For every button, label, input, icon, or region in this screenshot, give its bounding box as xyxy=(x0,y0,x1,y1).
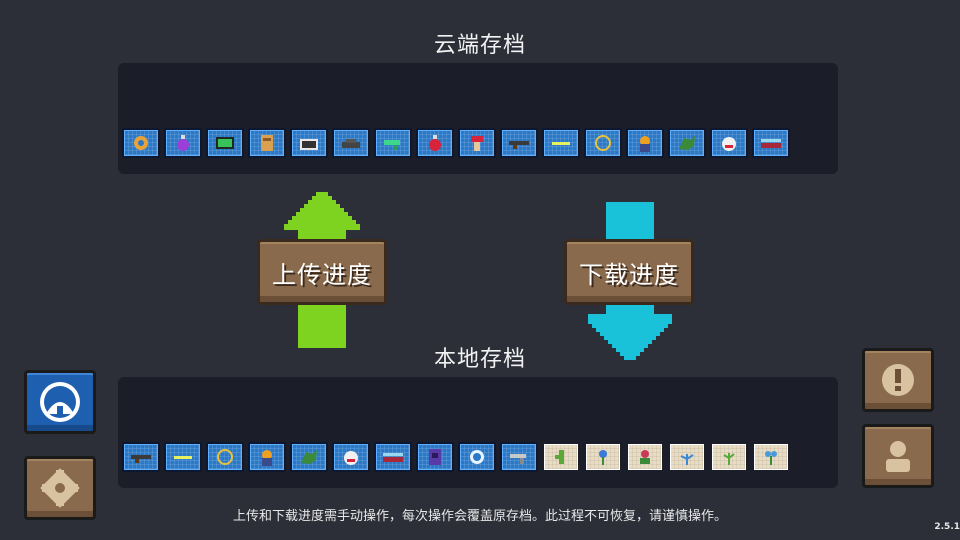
golden-ring-icon xyxy=(217,449,233,465)
cloud-item-slot xyxy=(500,128,538,158)
rifle-icon xyxy=(509,141,529,149)
red-potion-icon xyxy=(429,135,441,151)
account-button[interactable] xyxy=(24,370,96,434)
local-item-slot xyxy=(206,442,244,472)
blue-bloom-plant-icon xyxy=(765,451,777,465)
exclamation-icon xyxy=(882,364,914,396)
local-item-slot xyxy=(332,442,370,472)
shield-ring-icon xyxy=(134,136,148,150)
local-item-slot xyxy=(668,442,706,472)
person-icon xyxy=(886,441,910,472)
local-save-panel xyxy=(118,377,838,488)
cloud-item-slot xyxy=(626,128,664,158)
notice-button[interactable] xyxy=(862,348,934,412)
download-progress-button[interactable]: 下载进度 xyxy=(564,239,694,305)
purple-potion-icon xyxy=(177,135,189,151)
cloud-item-slot xyxy=(542,128,580,158)
cloud-item-slot xyxy=(416,128,454,158)
warning-notice-text: 上传和下载进度需手动操作，每次操作会覆盖原存档。此过程不可恢复，请谨慎操作。 xyxy=(232,509,727,524)
rifle-icon xyxy=(131,455,151,463)
red-bar-icon xyxy=(383,453,403,462)
local-item-slot xyxy=(542,442,580,472)
red-flower-plant-icon xyxy=(640,450,650,464)
settings-button[interactable] xyxy=(24,456,96,520)
mushroom-creature-icon xyxy=(471,136,483,151)
blue-flower-plant-icon xyxy=(599,450,607,465)
local-item-slot xyxy=(458,442,496,472)
local-item-slot xyxy=(164,442,202,472)
smiling-pet-icon xyxy=(722,137,736,151)
green-sprout-plant-icon xyxy=(723,453,735,465)
local-item-slot xyxy=(500,442,538,472)
local-item-slot xyxy=(584,442,622,472)
cloud-item-slot xyxy=(710,128,748,158)
torch-creature-icon xyxy=(640,136,650,152)
cloud-item-slot xyxy=(164,128,202,158)
cloud-item-slot xyxy=(206,128,244,158)
golden-ring-icon xyxy=(595,135,611,151)
local-save-title: 本地存档 xyxy=(433,347,526,372)
gear-icon xyxy=(40,468,80,508)
torch-creature-icon xyxy=(262,450,272,466)
white-portal-icon xyxy=(470,450,484,464)
camera-icon xyxy=(300,139,318,150)
cloud-item-slot xyxy=(458,128,496,158)
green-dragon-icon xyxy=(301,450,317,464)
version-label: 2.5.1 xyxy=(934,522,960,532)
local-item-slot xyxy=(248,442,286,472)
cloud-save-title: 云端存档 xyxy=(433,33,526,58)
igloo-account-icon xyxy=(40,382,80,422)
local-item-slot xyxy=(122,442,160,472)
cloud-item-slot xyxy=(122,128,160,158)
wooden-cabinet-icon xyxy=(261,135,273,151)
local-item-slot xyxy=(752,442,790,472)
cloud-save-panel xyxy=(118,63,838,174)
cloud-item-slot xyxy=(332,128,370,158)
cactus-plant-icon xyxy=(555,450,564,464)
cloud-item-slot xyxy=(668,128,706,158)
cloud-item-slot xyxy=(752,128,790,158)
local-item-slot xyxy=(374,442,412,472)
green-dragon-icon xyxy=(679,136,695,150)
cloud-item-slot xyxy=(584,128,622,158)
laser-beam-icon xyxy=(174,456,192,459)
local-item-slot xyxy=(626,442,664,472)
smiling-pet-icon xyxy=(344,451,358,465)
red-bar-icon xyxy=(761,139,781,148)
laser-beam-icon xyxy=(552,142,570,145)
cloud-item-row xyxy=(122,128,790,158)
blue-sprout-plant-icon xyxy=(680,454,694,465)
green-battery-icon xyxy=(216,137,234,149)
profile-button[interactable] xyxy=(862,424,934,488)
green-gun-icon xyxy=(384,140,400,150)
cloud-item-slot xyxy=(374,128,412,158)
purple-door-icon xyxy=(429,449,441,465)
upload-progress-button[interactable]: 上传进度 xyxy=(257,239,387,305)
local-item-slot xyxy=(290,442,328,472)
cloud-item-slot xyxy=(290,128,328,158)
cloud-item-slot xyxy=(248,128,286,158)
local-item-slot xyxy=(416,442,454,472)
tank-icon xyxy=(342,139,360,148)
local-item-slot xyxy=(710,442,748,472)
local-item-row xyxy=(122,442,790,472)
revolver-icon xyxy=(510,454,526,464)
